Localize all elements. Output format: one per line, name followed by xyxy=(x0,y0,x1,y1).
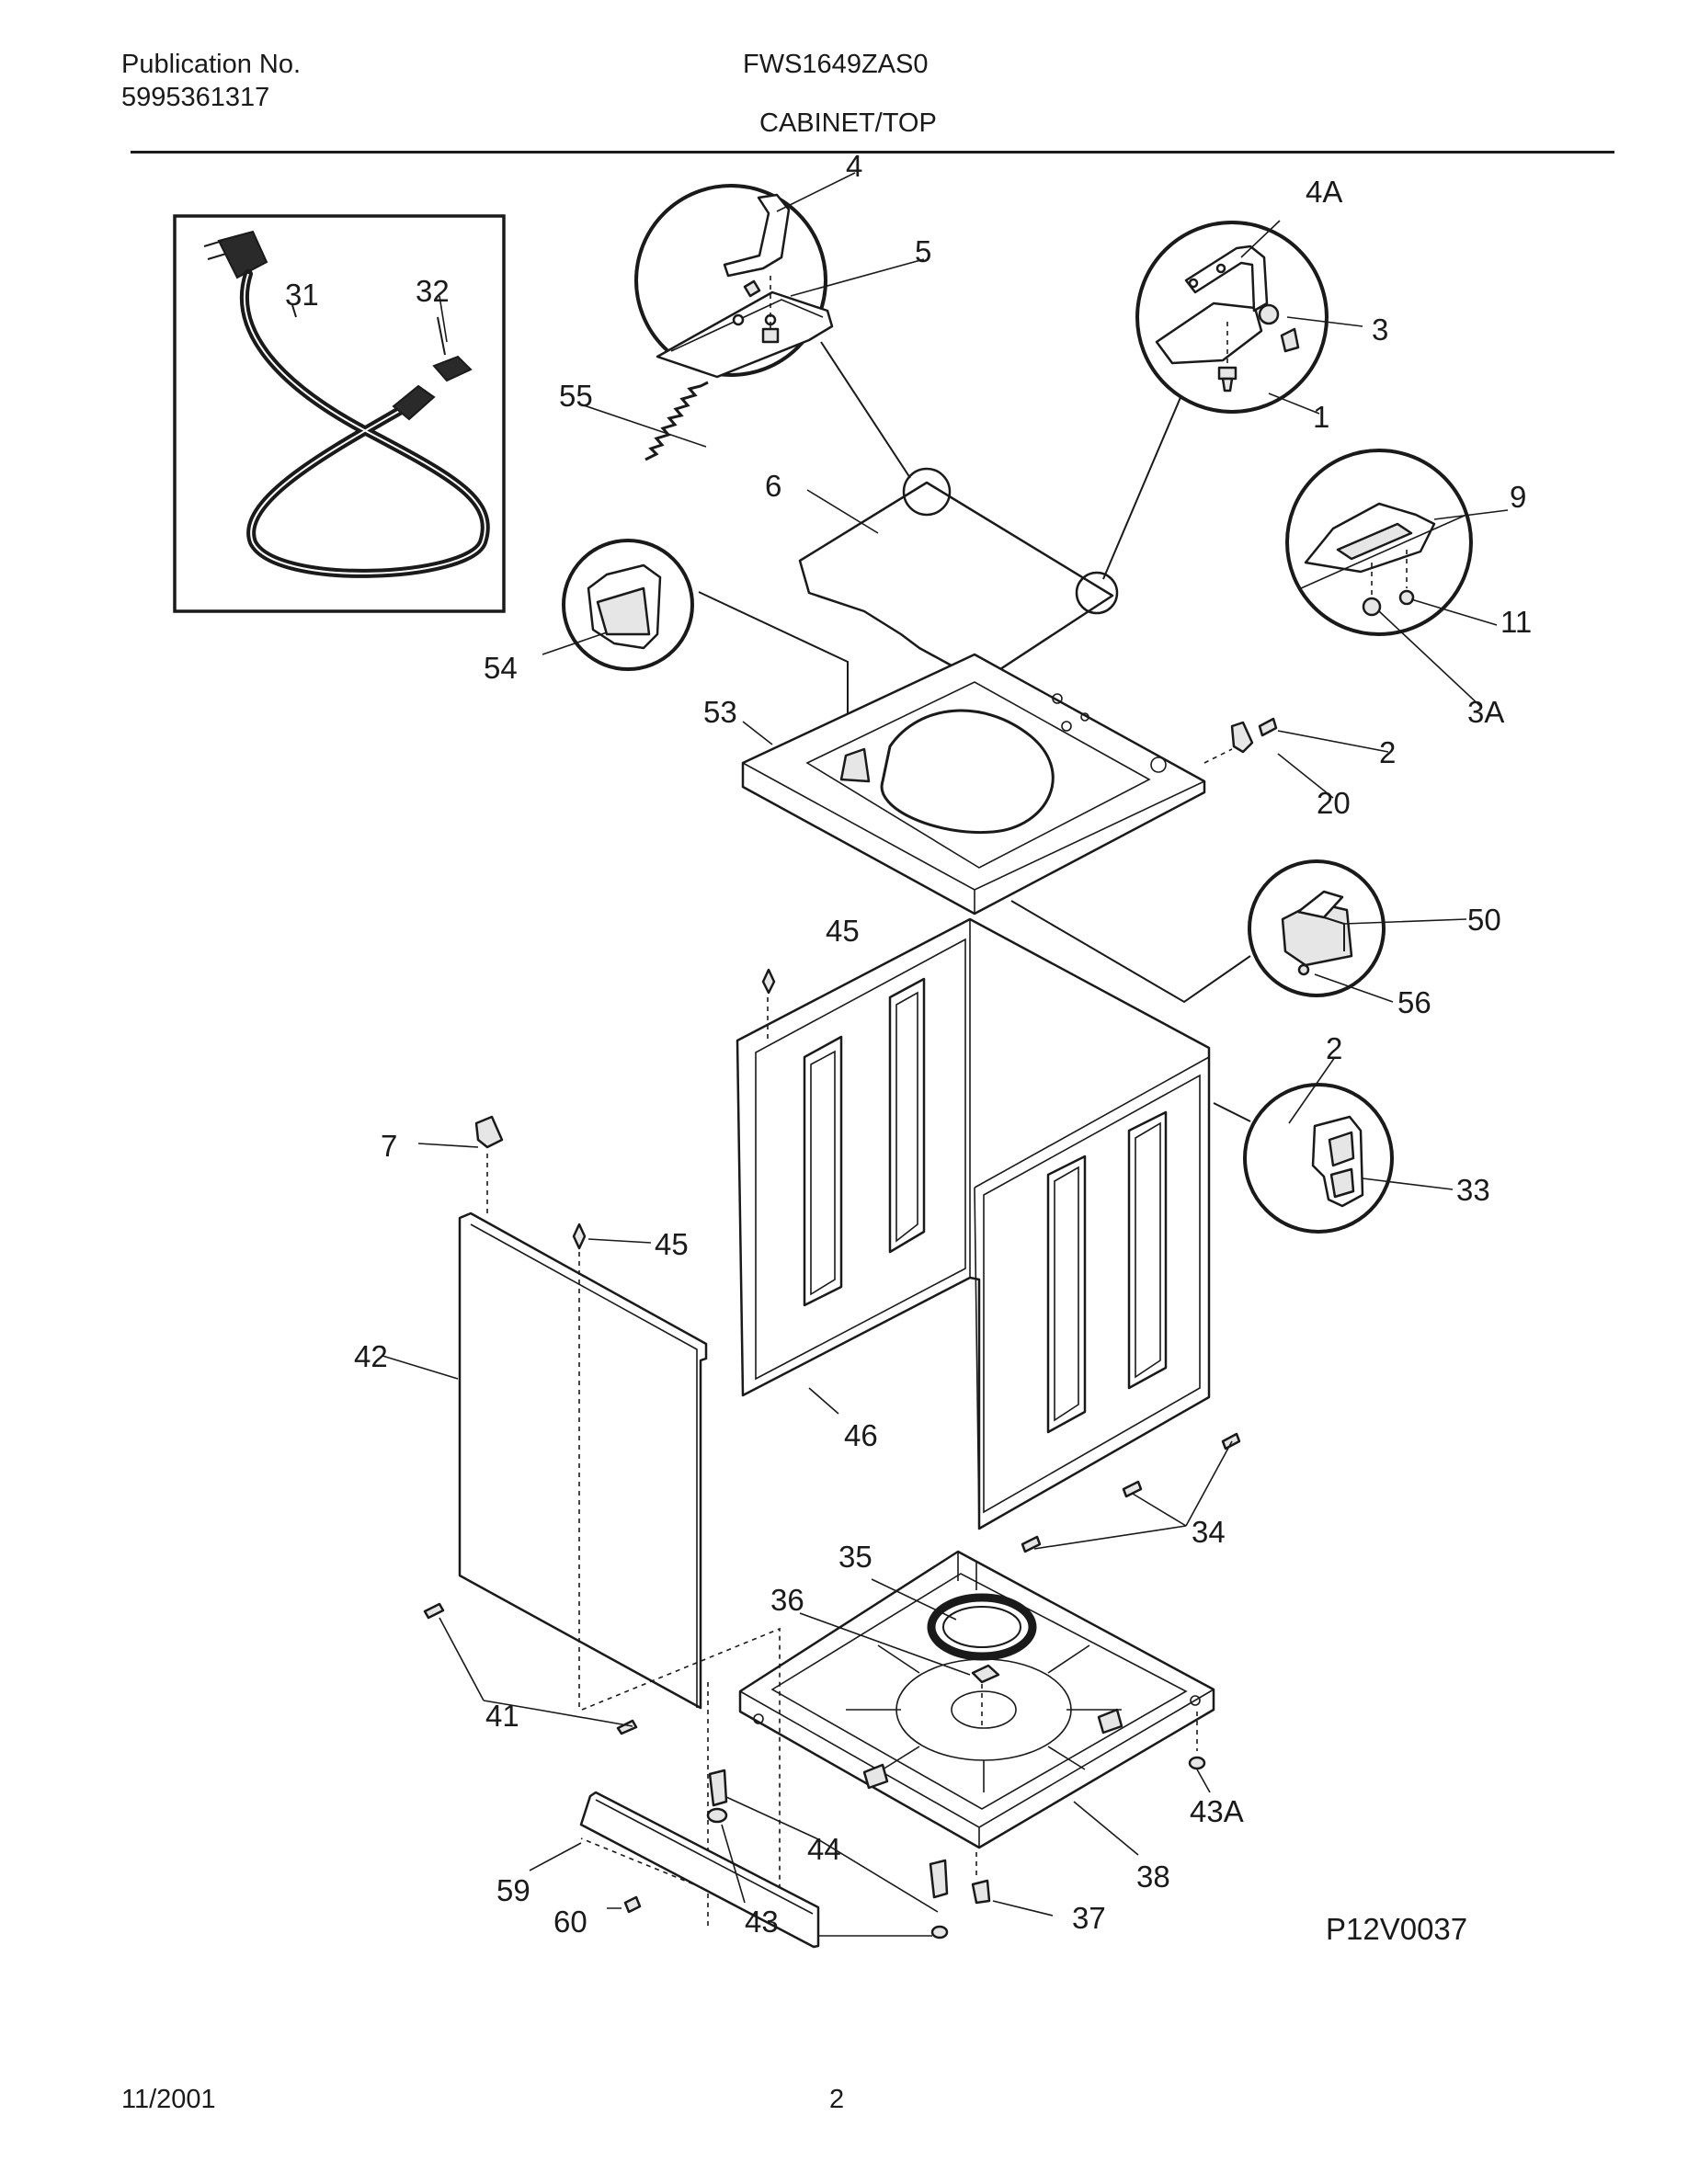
callout-2-top: 2 xyxy=(1379,735,1396,769)
screw-side xyxy=(423,1602,445,1620)
publication-number: 5995361317 xyxy=(121,83,270,112)
callout-1: 1 xyxy=(1313,400,1329,434)
callout-35: 35 xyxy=(838,1540,873,1574)
plug-button-lower xyxy=(572,1223,587,1250)
detail-circle-lid-hinge-right xyxy=(1135,221,1329,414)
callout-38: 38 xyxy=(1136,1860,1170,1894)
legs xyxy=(706,1756,1206,1939)
screw-toe xyxy=(623,1895,642,1914)
lid xyxy=(798,467,1119,677)
callout-4a: 4A xyxy=(1306,175,1342,209)
callout-37: 37 xyxy=(1072,1901,1106,1935)
screw-34a xyxy=(1221,1432,1241,1450)
detail-circle-clip xyxy=(1243,1083,1394,1234)
callout-2-mid: 2 xyxy=(1326,1031,1342,1065)
callout-53: 53 xyxy=(703,695,737,729)
callout-55: 55 xyxy=(559,379,593,413)
callout-59: 59 xyxy=(496,1873,530,1907)
screw-34b xyxy=(1122,1480,1143,1498)
power-cord-inset xyxy=(173,214,506,613)
detail-connector-lines xyxy=(698,341,1251,1122)
screw xyxy=(1258,717,1278,737)
pad xyxy=(971,1664,1000,1684)
callout-32: 32 xyxy=(416,274,450,308)
toe-panel xyxy=(579,1791,820,1949)
callout-60: 60 xyxy=(553,1905,587,1939)
model-number: FWS1649ZAS0 xyxy=(743,50,929,79)
callout-7: 7 xyxy=(381,1129,397,1163)
fastener-clip xyxy=(474,1115,504,1149)
callout-4: 4 xyxy=(846,149,862,183)
cabinet xyxy=(736,917,1211,1530)
callout-3: 3 xyxy=(1372,313,1388,347)
callout-3a: 3A xyxy=(1467,695,1504,729)
callout-34: 34 xyxy=(1192,1515,1226,1549)
tub-ring xyxy=(927,1593,1037,1661)
callout-44: 44 xyxy=(807,1832,841,1866)
base xyxy=(738,1550,1215,1849)
section-title: CABINET/TOP xyxy=(759,108,937,138)
callout-54: 54 xyxy=(484,651,518,685)
callout-43: 43 xyxy=(745,1905,779,1939)
callout-9: 9 xyxy=(1510,480,1526,514)
leader-lines xyxy=(382,172,1509,1937)
page-number: 2 xyxy=(829,2085,845,2114)
callout-33: 33 xyxy=(1456,1173,1490,1207)
callout-41: 41 xyxy=(485,1699,519,1733)
bracket xyxy=(1230,721,1254,754)
detail-circle-lid-switch xyxy=(1248,859,1386,997)
side-panel xyxy=(458,1211,708,1710)
drawing-code: P12V0037 xyxy=(1326,1912,1467,1946)
callout-43a: 43A xyxy=(1190,1794,1244,1828)
callout-31: 31 xyxy=(285,278,319,312)
callout-56: 56 xyxy=(1397,985,1431,1019)
callout-36: 36 xyxy=(770,1583,804,1617)
callout-45-lower: 45 xyxy=(655,1227,689,1261)
footer-date: 11/2001 xyxy=(121,2085,216,2114)
callout-50: 50 xyxy=(1467,903,1501,937)
screw-34c xyxy=(1021,1535,1042,1553)
header-rule xyxy=(131,151,1614,154)
plug-button xyxy=(761,968,776,995)
callout-labels: 4 4A 5 3 1 31 32 55 6 9 11 3A 54 53 2 20… xyxy=(285,149,1532,1946)
callout-42: 42 xyxy=(354,1339,388,1373)
detail-circle-lid-bracket xyxy=(1285,449,1473,636)
callout-11: 11 xyxy=(1500,605,1532,639)
detail-circle-lid-hinge xyxy=(634,184,834,379)
callout-6: 6 xyxy=(765,469,781,503)
callout-20: 20 xyxy=(1317,786,1351,820)
callout-46: 46 xyxy=(844,1418,878,1452)
callout-45-top: 45 xyxy=(826,914,860,948)
screw-bottom xyxy=(616,1719,638,1735)
publication-label: Publication No. xyxy=(121,50,302,79)
callout-5: 5 xyxy=(915,234,931,268)
spring xyxy=(644,381,709,461)
detail-circle-dispenser-cup xyxy=(562,539,694,671)
top-cover xyxy=(741,653,1206,916)
